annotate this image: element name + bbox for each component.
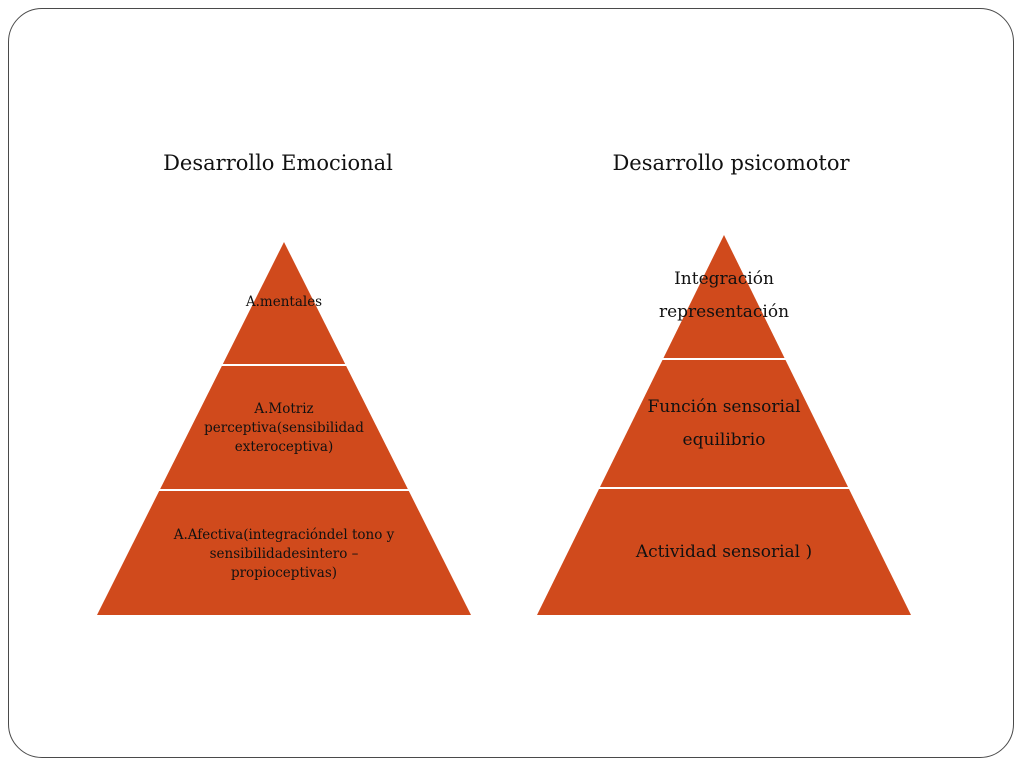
level-motor-perceptive: A.Motriz perceptiva(sensibilidad exteroc… [204, 401, 364, 455]
level-line: Actividad sensorial ) [635, 542, 812, 562]
level-integration: Integración representación [659, 269, 789, 322]
level-sensory-function: Función sensorial equilibrio [647, 397, 800, 450]
emotional-development-pyramid: A.mentales A.Motriz perceptiva(sensibili… [97, 242, 471, 615]
level-affective: A.Afectiva(integracióndel tono y sensibi… [173, 527, 395, 581]
level-line: A.Afectiva(integracióndel tono y [173, 527, 395, 543]
pyramid-body [97, 242, 471, 615]
level-line: equilibrio [683, 430, 766, 450]
level-line: representación [659, 302, 789, 322]
level-line: sensibilidadesintero – [210, 546, 359, 562]
psychomotor-development-title: Desarrollo psicomotor [612, 151, 850, 175]
level-line: A.mentales [245, 294, 322, 310]
emotional-development-title: Desarrollo Emocional [163, 151, 393, 175]
level-line: exteroceptiva) [235, 439, 333, 455]
level-mental-activity: A.mentales [245, 294, 322, 310]
level-line: A.Motriz [253, 401, 313, 417]
level-sensory-activity: Actividad sensorial ) [635, 542, 812, 562]
level-line: propioceptivas) [231, 565, 337, 581]
pyramid-body [537, 235, 911, 615]
level-line: Función sensorial [647, 397, 800, 417]
psychomotor-development-pyramid: Integración representación Función senso… [537, 235, 911, 615]
level-line: perceptiva(sensibilidad [204, 420, 364, 436]
slide-frame [8, 8, 1014, 758]
level-line: Integración [674, 269, 774, 289]
